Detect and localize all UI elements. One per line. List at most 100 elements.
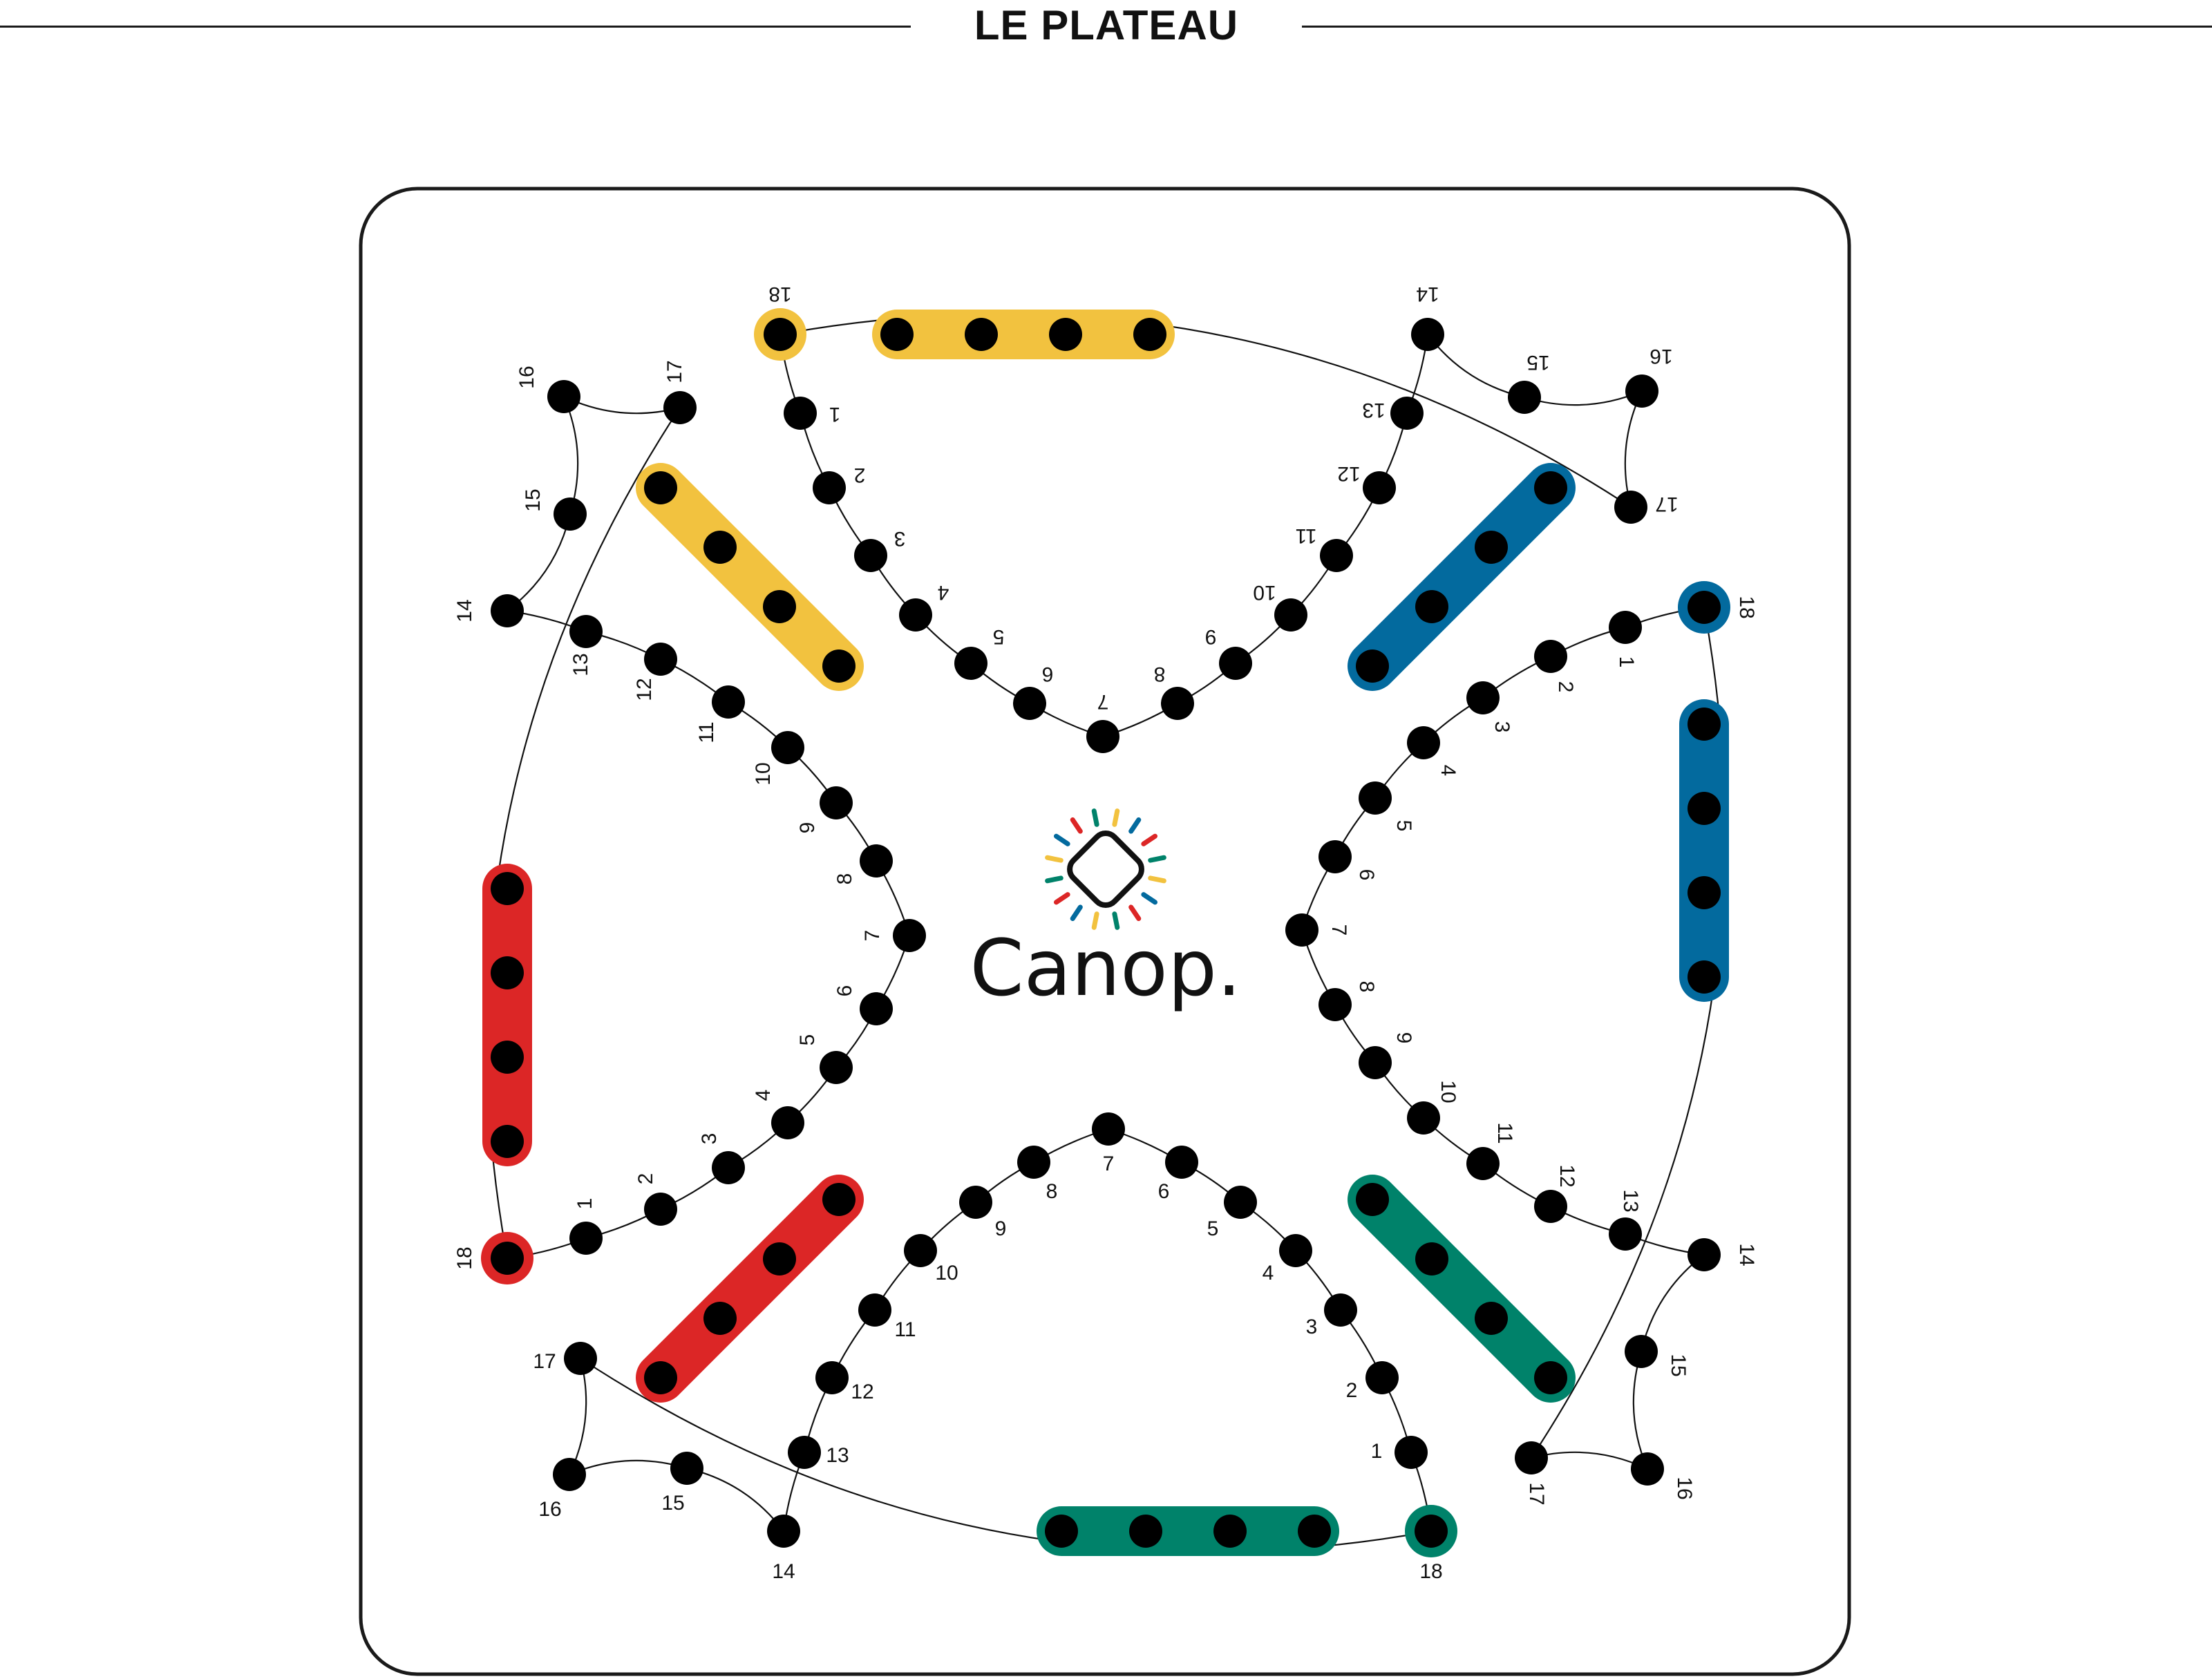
base-hole-red-1[interactable]: [491, 1125, 524, 1158]
track-hole-red-9[interactable]: [820, 786, 853, 819]
track-hole-yellow-10[interactable]: [1274, 598, 1307, 632]
track-hole-blue-10[interactable]: [1407, 1101, 1440, 1135]
base-hole-blue-3[interactable]: [1688, 876, 1721, 909]
home-hole-yellow-3[interactable]: [763, 590, 796, 623]
track-hole-blue-13[interactable]: [1609, 1217, 1642, 1251]
track-hole-green-10[interactable]: [904, 1234, 937, 1267]
track-hole-yellow-15[interactable]: [1508, 381, 1541, 414]
track-hole-red-13[interactable]: [569, 615, 603, 648]
track-hole-red-11[interactable]: [712, 685, 745, 719]
base-hole-blue-1[interactable]: [1688, 708, 1721, 741]
home-hole-blue-3[interactable]: [1415, 590, 1448, 623]
track-hole-blue-14[interactable]: [1688, 1238, 1721, 1271]
track-hole-yellow-3[interactable]: [854, 539, 887, 572]
track-hole-blue-15[interactable]: [1625, 1335, 1658, 1368]
track-hole-red-6[interactable]: [860, 992, 893, 1025]
track-hole-red-12[interactable]: [644, 643, 677, 676]
home-hole-red-1[interactable]: [644, 1361, 677, 1394]
home-hole-blue-2[interactable]: [1475, 531, 1508, 564]
track-hole-red-7[interactable]: [893, 919, 926, 952]
track-hole-green-15[interactable]: [670, 1452, 703, 1485]
base-hole-red-4[interactable]: [491, 872, 524, 905]
home-hole-blue-4[interactable]: [1356, 649, 1389, 683]
track-hole-yellow-18[interactable]: [764, 318, 797, 351]
base-hole-yellow-4[interactable]: [1133, 318, 1166, 351]
track-hole-yellow-14[interactable]: [1411, 318, 1444, 351]
track-hole-green-11[interactable]: [858, 1293, 891, 1327]
track-hole-green-5[interactable]: [1224, 1186, 1257, 1219]
track-hole-green-7[interactable]: [1092, 1112, 1125, 1146]
base-hole-green-3[interactable]: [1129, 1515, 1162, 1548]
base-hole-blue-2[interactable]: [1688, 792, 1721, 825]
home-hole-green-1[interactable]: [1534, 1361, 1567, 1394]
home-hole-yellow-2[interactable]: [703, 531, 737, 564]
track-hole-yellow-6[interactable]: [1013, 687, 1046, 720]
track-hole-red-15[interactable]: [554, 497, 587, 531]
track-hole-blue-1[interactable]: [1609, 611, 1642, 644]
track-hole-blue-3[interactable]: [1466, 681, 1500, 714]
track-hole-red-3[interactable]: [712, 1151, 745, 1184]
track-hole-yellow-2[interactable]: [813, 471, 846, 504]
track-hole-blue-8[interactable]: [1318, 988, 1352, 1021]
track-hole-green-1[interactable]: [1395, 1436, 1428, 1469]
home-hole-green-2[interactable]: [1475, 1302, 1508, 1335]
track-hole-red-2[interactable]: [644, 1193, 677, 1226]
track-hole-yellow-4[interactable]: [899, 598, 932, 632]
track-hole-yellow-16[interactable]: [1625, 374, 1658, 408]
track-hole-blue-12[interactable]: [1534, 1190, 1567, 1223]
track-hole-green-18[interactable]: [1415, 1515, 1448, 1548]
track-hole-green-6[interactable]: [1165, 1146, 1198, 1179]
track-hole-green-9[interactable]: [959, 1186, 992, 1219]
home-hole-green-3[interactable]: [1415, 1242, 1448, 1275]
track-hole-blue-11[interactable]: [1466, 1147, 1500, 1180]
base-hole-green-2[interactable]: [1213, 1515, 1247, 1548]
track-hole-green-3[interactable]: [1324, 1293, 1357, 1327]
track-hole-yellow-8[interactable]: [1161, 687, 1194, 720]
home-hole-red-2[interactable]: [703, 1302, 737, 1335]
base-hole-red-2[interactable]: [491, 1041, 524, 1074]
home-hole-red-3[interactable]: [763, 1242, 796, 1275]
track-hole-red-4[interactable]: [771, 1106, 804, 1139]
track-hole-red-8[interactable]: [860, 844, 893, 878]
track-hole-yellow-5[interactable]: [954, 647, 987, 680]
track-hole-green-12[interactable]: [815, 1361, 849, 1394]
track-hole-red-10[interactable]: [771, 731, 804, 764]
track-hole-red-17[interactable]: [663, 391, 697, 424]
track-hole-green-2[interactable]: [1365, 1361, 1399, 1394]
home-hole-blue-1[interactable]: [1534, 471, 1567, 504]
base-hole-blue-4[interactable]: [1688, 960, 1721, 994]
track-hole-yellow-7[interactable]: [1086, 720, 1119, 753]
home-hole-yellow-1[interactable]: [644, 471, 677, 504]
home-hole-green-4[interactable]: [1356, 1183, 1389, 1216]
track-hole-green-14[interactable]: [767, 1515, 800, 1548]
base-hole-yellow-1[interactable]: [880, 318, 914, 351]
track-hole-blue-16[interactable]: [1631, 1452, 1664, 1486]
track-hole-red-16[interactable]: [547, 380, 580, 413]
track-hole-green-8[interactable]: [1017, 1146, 1050, 1179]
track-hole-blue-7[interactable]: [1285, 913, 1318, 947]
track-hole-green-17[interactable]: [564, 1342, 597, 1375]
base-hole-yellow-2[interactable]: [965, 318, 998, 351]
track-hole-red-14[interactable]: [491, 594, 524, 627]
track-hole-yellow-1[interactable]: [784, 397, 817, 430]
track-hole-blue-17[interactable]: [1515, 1441, 1548, 1474]
track-hole-blue-9[interactable]: [1359, 1046, 1392, 1079]
base-hole-yellow-3[interactable]: [1049, 318, 1082, 351]
track-hole-yellow-9[interactable]: [1219, 647, 1252, 680]
track-hole-green-13[interactable]: [788, 1436, 821, 1469]
track-hole-blue-6[interactable]: [1318, 840, 1352, 873]
track-hole-red-5[interactable]: [820, 1051, 853, 1084]
track-hole-red-1[interactable]: [569, 1222, 603, 1255]
track-hole-blue-5[interactable]: [1359, 781, 1392, 815]
home-hole-yellow-4[interactable]: [822, 649, 856, 683]
track-hole-blue-2[interactable]: [1534, 640, 1567, 673]
track-hole-yellow-12[interactable]: [1363, 471, 1396, 504]
track-hole-green-16[interactable]: [553, 1458, 586, 1491]
base-hole-green-1[interactable]: [1298, 1515, 1331, 1548]
base-hole-green-4[interactable]: [1045, 1515, 1078, 1548]
track-hole-blue-4[interactable]: [1407, 726, 1440, 759]
track-hole-yellow-11[interactable]: [1320, 539, 1353, 572]
track-hole-blue-18[interactable]: [1688, 591, 1721, 624]
base-hole-red-3[interactable]: [491, 956, 524, 989]
track-hole-yellow-13[interactable]: [1390, 397, 1424, 430]
